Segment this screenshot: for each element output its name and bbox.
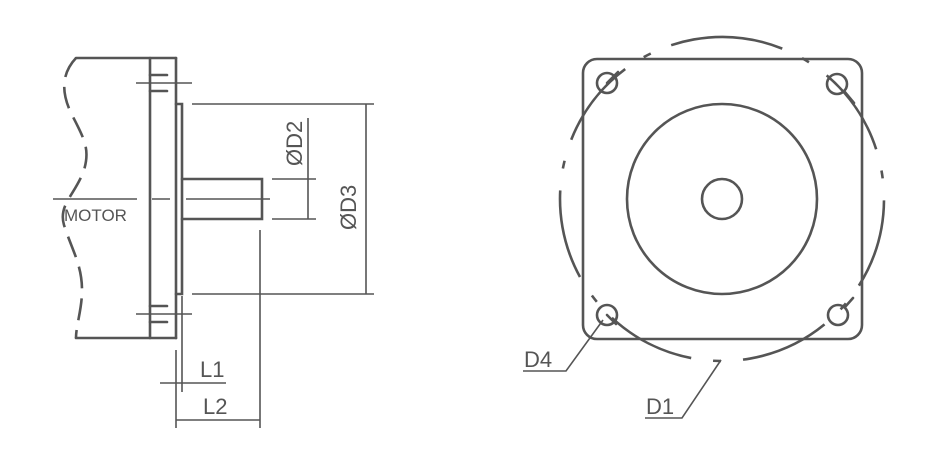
pilot-boss xyxy=(174,102,184,296)
side-view: MOTOR ØD3 ØD2 L1 L2 xyxy=(53,56,374,428)
l1-label: L1 xyxy=(200,357,224,382)
d4-label: D4 xyxy=(524,347,552,372)
mounting-hole-bottom-left xyxy=(595,303,619,327)
l2-label: L2 xyxy=(203,394,227,419)
shaft-circle xyxy=(700,177,744,221)
flange-square xyxy=(581,57,864,341)
hole-marker xyxy=(605,70,620,85)
front-view: D4 D1 xyxy=(523,35,886,419)
d1-leader xyxy=(645,359,722,419)
mounting-hole-top-left xyxy=(595,71,619,95)
hole-marker xyxy=(842,89,856,105)
d3-label: ØD3 xyxy=(336,185,361,230)
bolt-circle xyxy=(558,35,886,363)
mounting-hole-bottom-right xyxy=(826,303,850,327)
pilot-circle xyxy=(625,102,819,296)
hole-marker xyxy=(843,296,855,309)
mounting-hole-top-right xyxy=(825,72,849,96)
d4-leader xyxy=(523,319,604,372)
motor-label: MOTOR xyxy=(64,206,127,225)
motor-break-line xyxy=(61,57,88,339)
d2-label: ØD2 xyxy=(282,121,307,166)
d1-label: D1 xyxy=(646,394,674,419)
hole-marker xyxy=(605,313,618,326)
